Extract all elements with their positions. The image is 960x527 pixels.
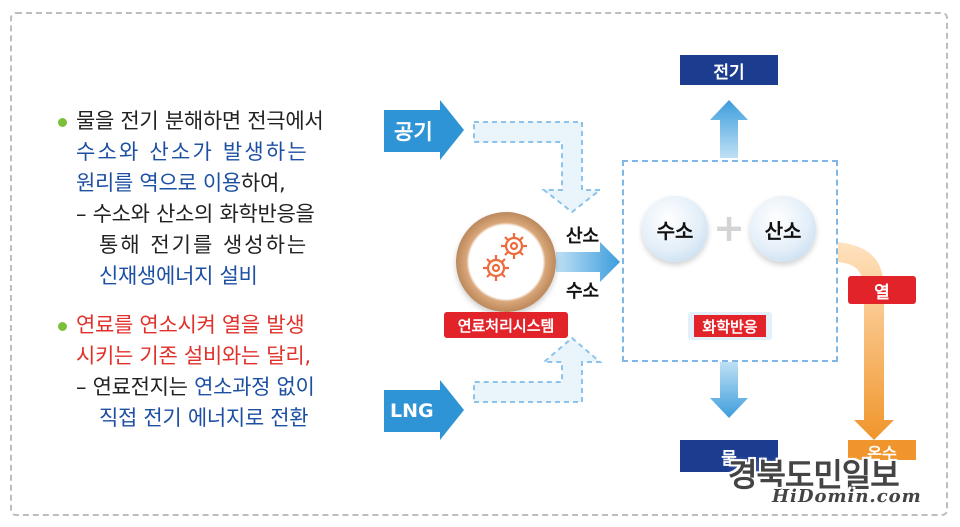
processor-ring: [456, 212, 556, 312]
electricity-box: 전기: [680, 55, 778, 85]
text-b1-line4: – 수소와 산소의 화학반응을: [76, 202, 315, 226]
oxygen-circle: 산소: [750, 196, 816, 262]
text-b1-line5: 통해 전기를 생성하는: [99, 233, 309, 257]
hydrogen-circle-label: 수소: [656, 218, 694, 243]
hot-water-box: 온수: [848, 440, 916, 460]
air-connector: [473, 121, 603, 214]
text-b1-line3: 원리를 역으로 이용하여,: [76, 168, 286, 199]
text-b1-line3-blue: 원리를 역으로 이용: [76, 171, 241, 195]
gas-arrow: [556, 242, 620, 282]
text-b1-line1: 물을 전기 분해하면 전극에서: [76, 109, 324, 133]
text-b1-line2: 수소와 산소가 발생하는: [76, 140, 309, 164]
heat-arrow: [838, 242, 894, 440]
up-arrow: [710, 100, 748, 158]
down-arrow: [710, 362, 748, 418]
text-b1-line6: 신재생에너지 설비: [99, 264, 258, 288]
watermark-title: 경북도민일보: [728, 456, 900, 494]
text-b2-line3-blue: 연소과정 없이: [194, 375, 315, 399]
air-input-arrow: 공기: [384, 100, 464, 160]
oxygen-label: 산소: [566, 226, 600, 247]
hot-water-label: 온수: [867, 444, 897, 460]
watermark-domain: HiDomin.com: [772, 486, 922, 507]
text-b2-line1: 연료를 연소시켜 열을 발생: [76, 313, 305, 337]
text-b2-line3: – 연료전지는 연소과정 없이: [76, 372, 315, 403]
lng-input-arrow: LNG: [384, 380, 464, 440]
reaction-label: 화학반응: [694, 315, 766, 337]
bullet-1: [58, 118, 67, 127]
gear-icon: [483, 233, 527, 281]
hydrogen-circle: 수소: [642, 196, 708, 262]
processor-label: 연료처리시스템: [444, 312, 568, 338]
bullet-2: [58, 322, 67, 331]
hydrogen-label: 수소: [566, 281, 600, 302]
air-label: 공기: [394, 120, 433, 144]
water-label: 물: [721, 449, 737, 469]
reaction-box: [622, 160, 838, 362]
lng-label: LNG: [390, 400, 434, 422]
oxygen-circle-label: 산소: [764, 218, 802, 243]
text-b2-line4: 직접 전기 에너지로 전환: [99, 406, 309, 430]
water-box: 물: [680, 440, 778, 472]
plus-sign: +: [713, 206, 745, 250]
lng-connector: [473, 336, 603, 403]
outer-frame: [10, 12, 948, 516]
heat-box: 열: [848, 276, 916, 304]
text-b2-line2: 시키는 기존 설비와는 달리,: [76, 344, 311, 368]
text-b2-line3-dark: – 연료전지는: [76, 375, 195, 399]
text-b1-line3-dark: 하여,: [240, 171, 286, 195]
